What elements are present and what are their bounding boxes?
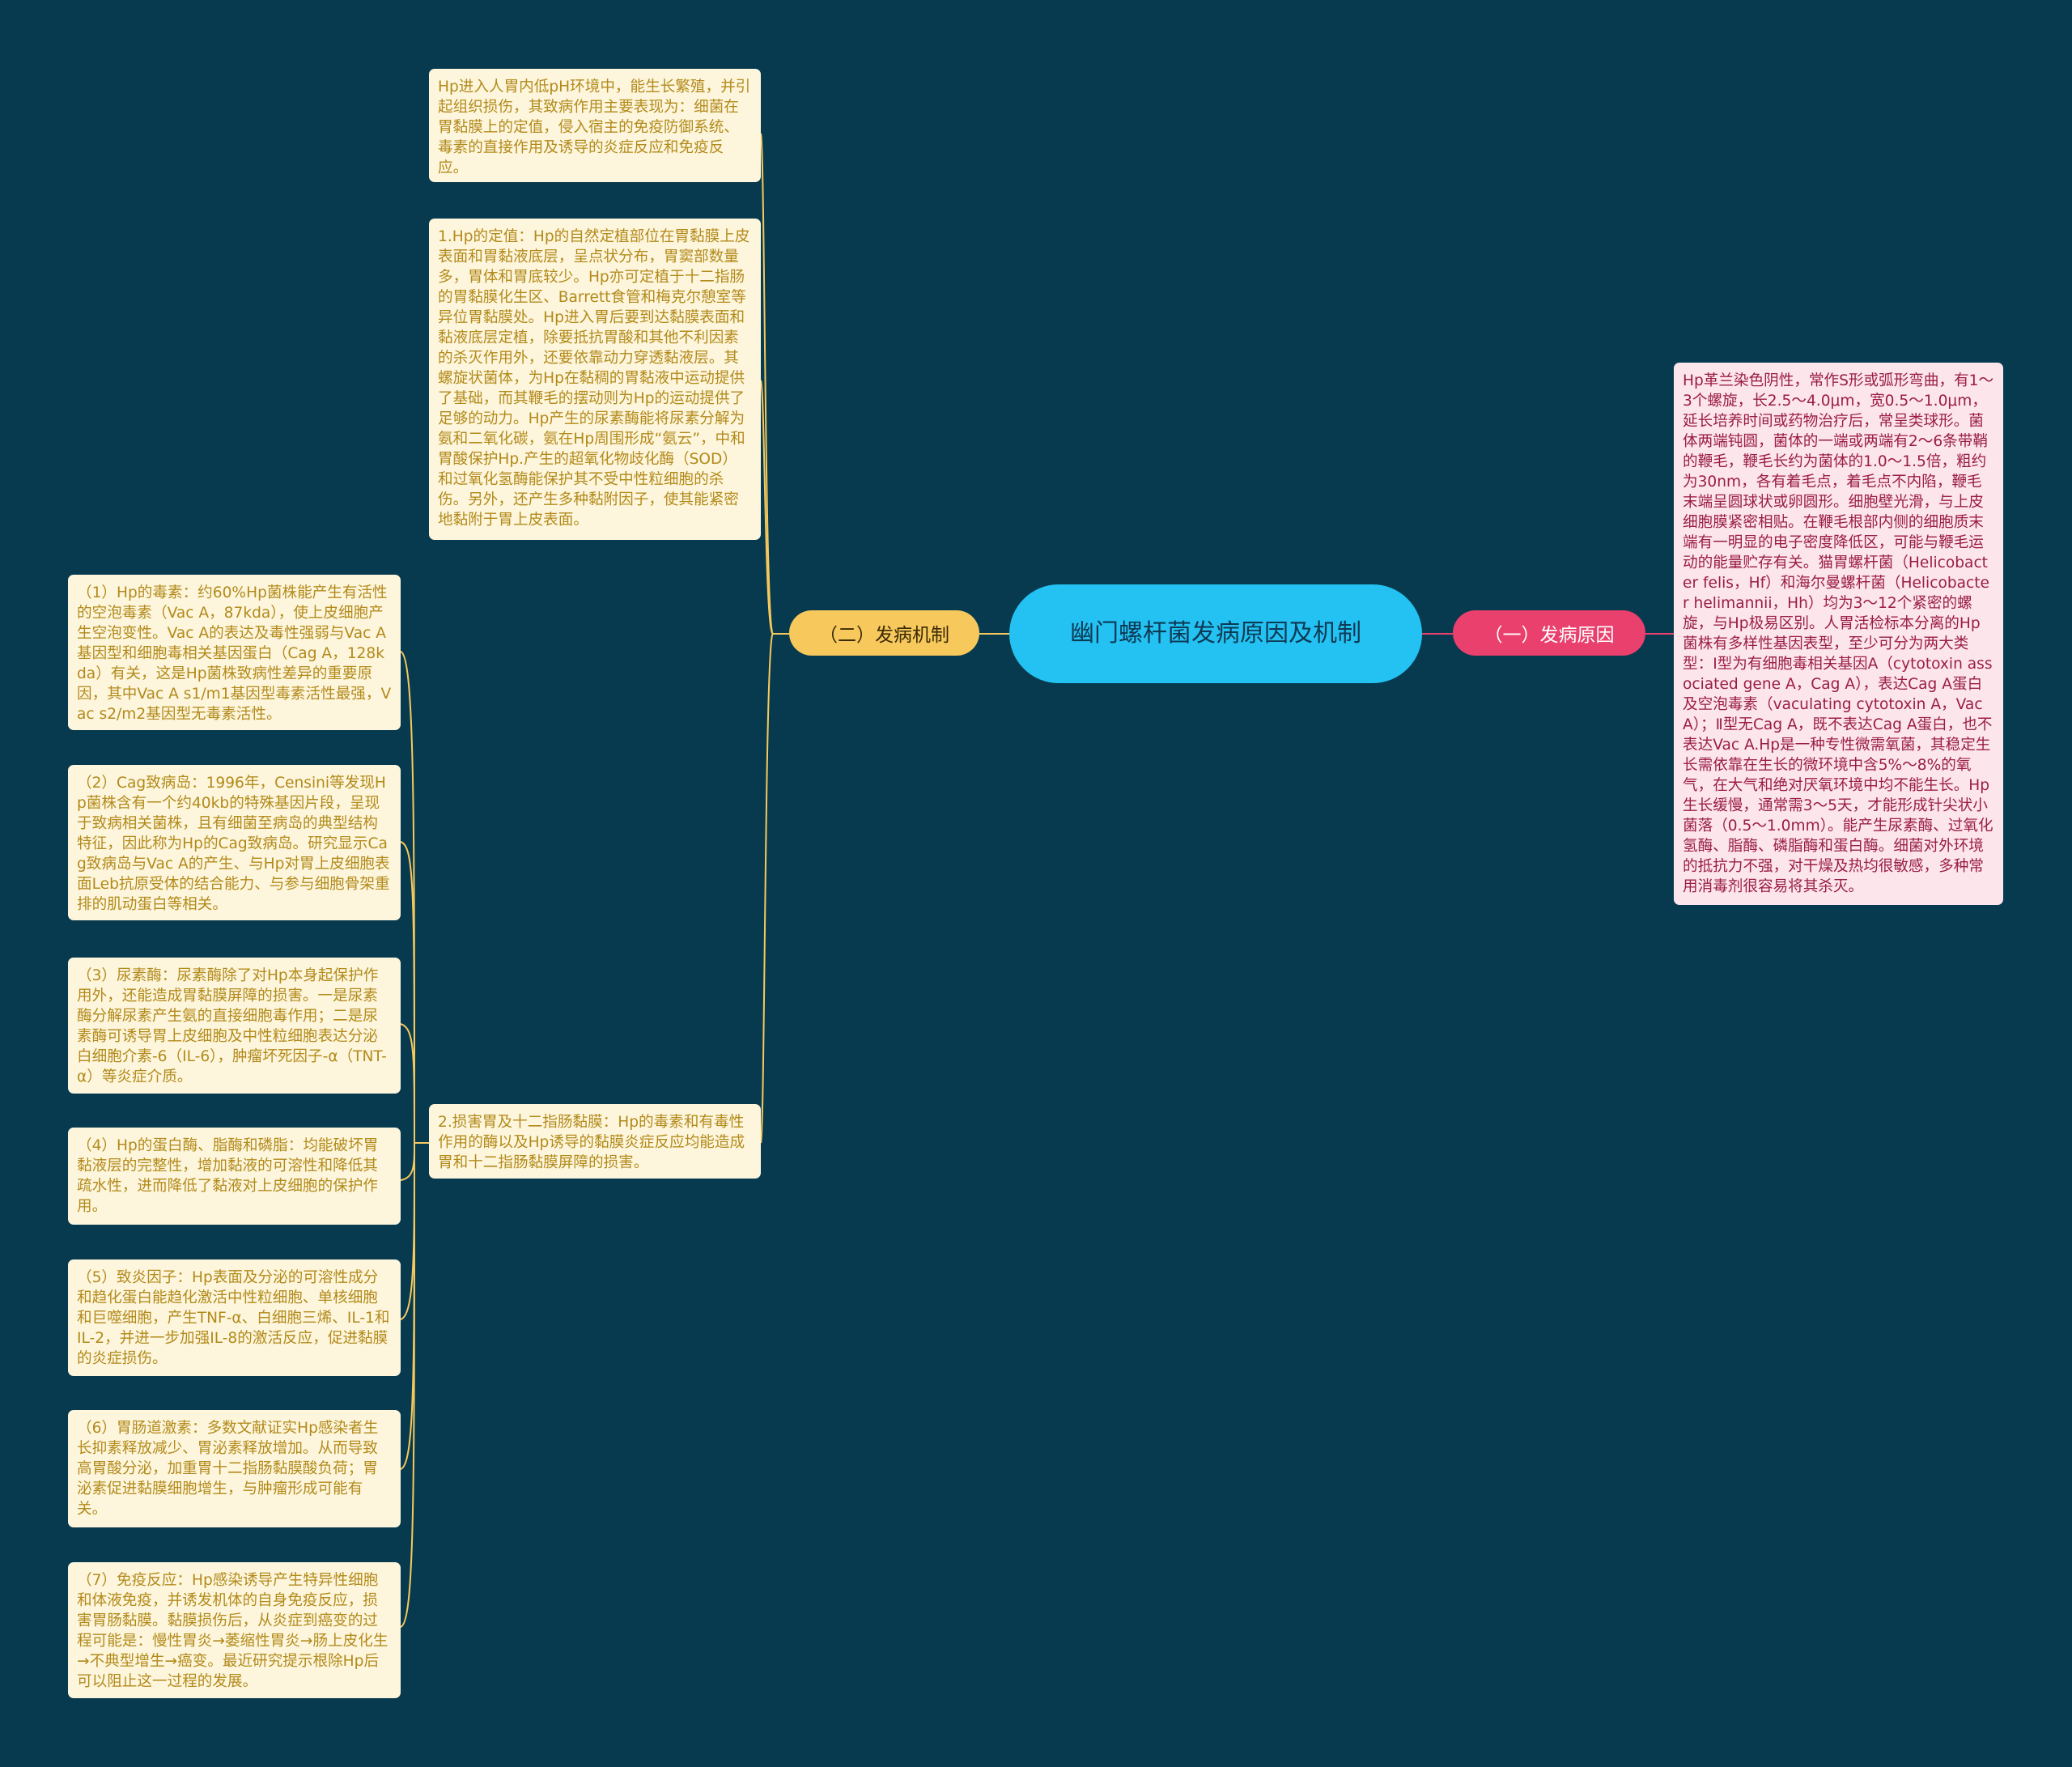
factor-text-protease: （4）Hp的蛋白酶、脂酶和磷脂：均能破坏胃黏液层的完整性，增加黏液的可溶性和降低… (77, 1137, 379, 1215)
branch-cause[interactable]: （一）发病原因 (1453, 610, 1645, 656)
connector-factor-3 (400, 1023, 415, 1144)
mechanism-intro-card[interactable]: Hp进入人胃内低pH环境中，能生长繁殖，并引起组织损伤，其致病作用主要表现为：细… (429, 69, 761, 182)
connector-mechanism-colonization (760, 380, 774, 635)
branch-cause-label: （一）发病原因 (1484, 625, 1615, 646)
factor-text-toxin: （1）Hp的毒素：约60%Hp菌株能产生有活性的空泡毒素（Vac A，87kda… (77, 584, 392, 723)
factor-card-cag-island[interactable]: （2）Cag致病岛：1996年，Censini等发现Hp菌株含有一个约40kb的… (68, 765, 401, 920)
factor-card-hormones[interactable]: （6）胃肠道激素：多数文献证实Hp感染者生长抑素释放减少、胃泌素释放增加。从而导… (68, 1410, 401, 1527)
root-title: 幽门螺杆菌发病原因及机制 (1070, 619, 1361, 648)
colonization-text: 1.Hp的定值：Hp的自然定植部位在胃黏膜上皮表面和胃黏液底层，呈点状分布，胃窦… (438, 228, 750, 529)
factor-text-urease: （3）尿素酶：尿素酶除了对Hp本身起保护作用外，还能造成胃黏膜屏障的损害。一是尿… (77, 967, 387, 1085)
cause-detail-text: Hp革兰染色阴性，常作S形或弧形弯曲，有1～3个螺旋，长2.5～4.0μm，宽0… (1683, 372, 1994, 895)
connector-factor-4 (400, 1142, 415, 1181)
factor-text-immune: （7）免疫反应：Hp感染诱导产生特异性细胞和体液免疫，并诱发机体的自身免疫反应，… (77, 1572, 388, 1690)
mechanism-intro-text: Hp进入人胃内低pH环境中，能生长繁殖，并引起组织损伤，其致病作用主要表现为：细… (438, 79, 751, 176)
factor-card-inflammatory[interactable]: （5）致炎因子：Hp表面及分泌的可溶性成分和趋化蛋白能趋化激活中性粒细胞、单核细… (68, 1259, 401, 1376)
connector-factor-2 (400, 841, 415, 1144)
factor-card-urease[interactable]: （3）尿素酶：尿素酶除了对Hp本身起保护作用外，还能造成胃黏膜屏障的损害。一是尿… (68, 958, 401, 1094)
factor-text-inflammatory: （5）致炎因子：Hp表面及分泌的可溶性成分和趋化蛋白能趋化激活中性粒细胞、单核细… (77, 1269, 390, 1367)
factor-card-protease[interactable]: （4）Hp的蛋白酶、脂酶和磷脂：均能破坏胃黏液层的完整性，增加黏液的可溶性和降低… (68, 1128, 401, 1225)
damage-card[interactable]: 2.损害胃及十二指肠黏膜：Hp的毒素和有毒性作用的酶以及Hp诱导的黏膜炎症反应均… (429, 1104, 761, 1179)
factor-text-cag-island: （2）Cag致病岛：1996年，Censini等发现Hp菌株含有一个约40kb的… (77, 775, 390, 913)
colonization-card[interactable]: 1.Hp的定值：Hp的自然定植部位在胃黏膜上皮表面和胃黏液底层，呈点状分布，胃窦… (429, 219, 761, 540)
connector-factor-7 (400, 1142, 415, 1628)
connector-factor-6 (400, 1142, 415, 1470)
connector-mechanism-damage (760, 633, 774, 1144)
factor-card-toxin[interactable]: （1）Hp的毒素：约60%Hp菌株能产生有活性的空泡毒素（Vac A，87kda… (68, 575, 401, 730)
branch-mechanism[interactable]: （二）发病机制 (789, 610, 979, 656)
connector-mechanism-intro (760, 133, 789, 635)
cause-detail-card[interactable]: Hp革兰染色阴性，常作S形或弧形弯曲，有1～3个螺旋，长2.5～4.0μm，宽0… (1674, 363, 2003, 905)
root-topic[interactable]: 幽门螺杆菌发病原因及机制 (1009, 584, 1422, 683)
factor-text-hormones: （6）胃肠道激素：多数文献证实Hp感染者生长抑素释放减少、胃泌素释放增加。从而导… (77, 1420, 379, 1518)
factor-card-immune[interactable]: （7）免疫反应：Hp感染诱导产生特异性细胞和体液免疫，并诱发机体的自身免疫反应，… (68, 1562, 401, 1698)
damage-text: 2.损害胃及十二指肠黏膜：Hp的毒素和有毒性作用的酶以及Hp诱导的黏膜炎症反应均… (438, 1114, 745, 1171)
branch-mechanism-label: （二）发病机制 (819, 625, 949, 646)
